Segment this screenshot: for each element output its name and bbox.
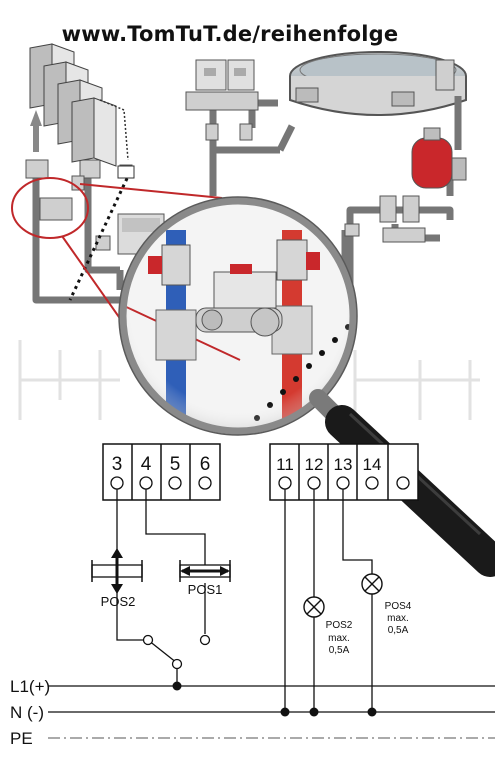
lamp-pos2-max: max.: [328, 633, 350, 644]
valve-pos2-label: POS2: [101, 594, 136, 609]
changeover-switch: [142, 634, 211, 670]
filter-tank: [411, 127, 467, 189]
valve-pos2-symbol: [91, 548, 143, 594]
terminal-label-13: 13: [334, 455, 353, 474]
magnifying-glass: [118, 196, 495, 577]
lamp-pos4-symbol: [361, 573, 383, 595]
control-units: [195, 59, 255, 91]
solar-collectors: [29, 43, 129, 167]
junctions: [172, 681, 377, 717]
rail-n-label: N (-): [10, 703, 44, 722]
terminal-block-left: 3 4 5 6: [102, 443, 221, 501]
terminal-label-6: 6: [200, 454, 211, 475]
terminal-label-14: 14: [363, 455, 382, 474]
terminal-block-right: 11 12 13 14: [269, 443, 419, 501]
lamp-pos2-label: POS2: [326, 620, 353, 631]
wiring-diagram: 3 4 5 6 11 12: [10, 443, 495, 748]
lamp-pos4-label: POS4: [385, 601, 412, 612]
lamp-pos2-symbol: [303, 596, 325, 618]
terminal-label-5: 5: [170, 454, 181, 475]
background-pipes: [18, 340, 480, 430]
wires: [116, 489, 373, 712]
site-url: www.TomTuT.de/reihenfolge: [61, 22, 399, 46]
piping-schematic: [11, 43, 480, 430]
terminal-label-11: 11: [276, 455, 294, 474]
terminal-label-4: 4: [141, 454, 152, 475]
terminal-label-12: 12: [305, 455, 324, 474]
terminal-label-3: 3: [112, 454, 123, 475]
sensor-box: [117, 165, 135, 179]
rail-pe-label: PE: [10, 729, 33, 748]
valve-pos1-symbol: [179, 560, 231, 582]
lamp-pos2-current: 0,5A: [329, 645, 350, 656]
pool: [289, 51, 467, 116]
control-wire: [68, 171, 132, 301]
lamp-pos4-current: 0,5A: [388, 625, 409, 636]
rail-l1-label: L1(+): [10, 677, 50, 696]
valve-pos1-label: POS1: [188, 582, 223, 597]
lamp-pos4-max: max.: [387, 613, 409, 624]
